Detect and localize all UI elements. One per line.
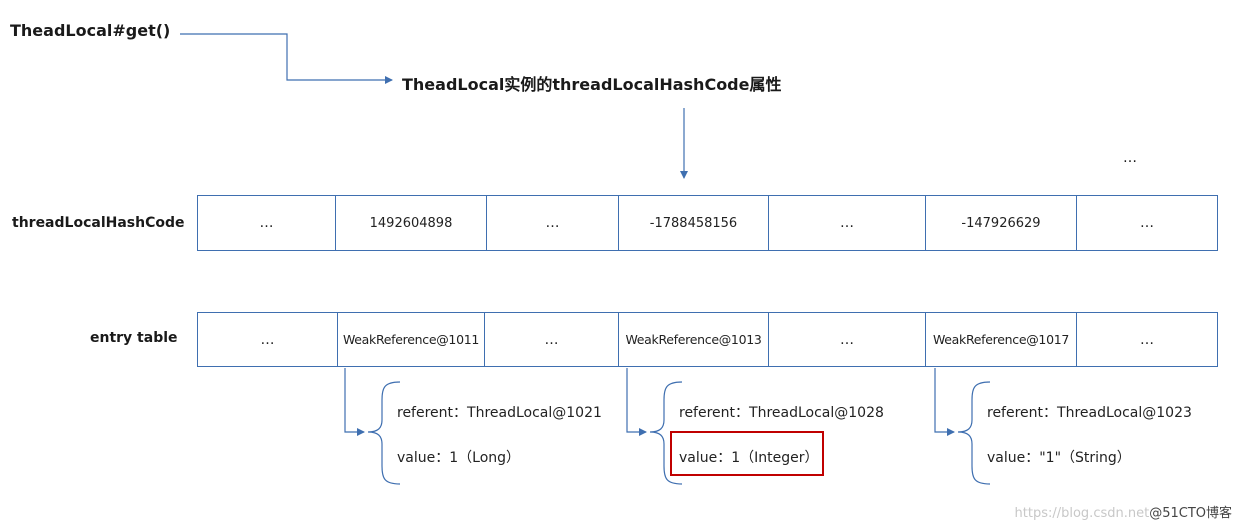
watermark: https://blog.csdn.net@51CTO博客	[1015, 502, 1232, 521]
entry-cell: …	[768, 313, 925, 366]
hash-cell: -147926629	[925, 196, 1076, 250]
entry-1013-brace	[649, 381, 683, 485]
hash-cell: …	[486, 196, 618, 250]
entry-1011-value: value：1（Long）	[397, 450, 521, 466]
hash-cell: …	[1076, 196, 1218, 250]
hash-cell: …	[197, 196, 335, 250]
get-call-label: TheadLocal#get()	[10, 21, 171, 40]
entry-1013-referent: referent：ThreadLocal@1028	[679, 405, 884, 421]
entry-cell: WeakReference@1011	[337, 313, 484, 366]
value-highlight-box	[670, 431, 824, 476]
hashcode-row: … 1492604898 … -1788458156 … -147926629 …	[197, 195, 1218, 251]
watermark-brand: @51CTO博客	[1149, 506, 1232, 521]
top-ellipsis: …	[1123, 150, 1137, 166]
entry-row-label: entry table	[90, 330, 178, 346]
entry-1011-referent: referent：ThreadLocal@1021	[397, 405, 602, 421]
hash-cell: …	[768, 196, 925, 250]
entry-1017-referent: referent：ThreadLocal@1023	[987, 405, 1192, 421]
entry-1017-value: value："1"（String）	[987, 450, 1131, 466]
entry-cell: …	[197, 313, 337, 366]
entry-cell: WeakReference@1013	[618, 313, 768, 366]
hash-cell: 1492604898	[335, 196, 486, 250]
watermark-url: https://blog.csdn.net	[1014, 506, 1150, 521]
entry-cell: WeakReference@1017	[925, 313, 1076, 366]
entry-table-row: … WeakReference@1011 … WeakReference@101…	[197, 312, 1218, 367]
entry-1013-link-arrow	[626, 368, 647, 436]
hash-cell: -1788458156	[618, 196, 768, 250]
entry-1011-link-arrow	[344, 368, 365, 436]
hashcode-attribute-label: TheadLocal实例的threadLocalHashCode属性	[402, 75, 782, 94]
entry-cell: …	[484, 313, 618, 366]
entry-cell: …	[1076, 313, 1218, 366]
entry-1013-value: value：1（Integer）	[679, 450, 819, 466]
hash-row-label: threadLocalHashCode	[12, 215, 185, 231]
entry-1011-brace	[367, 381, 401, 485]
get-to-attribute-arrow	[180, 33, 393, 84]
entry-1017-brace	[957, 381, 991, 485]
entry-1017-link-arrow	[934, 368, 955, 436]
